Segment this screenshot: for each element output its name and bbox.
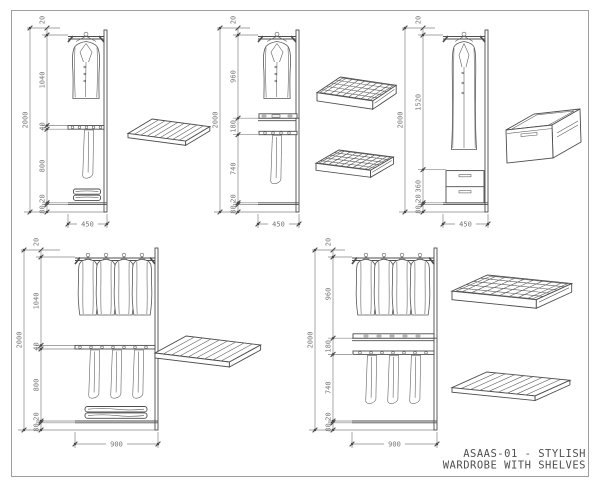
side-panel [295, 29, 300, 213]
dim-label-segment: 40 [39, 122, 47, 130]
iso-pull-out-drawer [505, 108, 582, 164]
side-panel [484, 29, 489, 213]
dim-label-segment: 80 [415, 205, 423, 213]
dim-label-segment: 1520 [415, 94, 423, 111]
hanging-jacket [373, 252, 395, 316]
wardrobe-elevation-4: 20 1040 40 800 20 80 2000 900 [16, 238, 161, 449]
side-panel [433, 247, 438, 431]
hanging-jacket [95, 252, 117, 316]
dim-label-segment: 800 [39, 160, 47, 173]
dim-label-segment: 80 [325, 423, 333, 431]
dim-label-segment: 740 [325, 381, 333, 394]
dim-label-segment: 1040 [33, 293, 41, 310]
wardrobe-elevation-1: 20 1040 40 800 20 80 2000 450 [22, 16, 110, 229]
dim-label-segment: 20 [415, 194, 423, 202]
dim-label-segment: 180 [325, 340, 333, 353]
dim-label-segment: 20 [33, 412, 41, 420]
rail-brackets [67, 35, 105, 43]
dim-label-segment: 80 [39, 205, 47, 213]
hanging-jacket [355, 252, 377, 316]
drawing-title-line1: ASAAS-01 - STYLISH [463, 448, 586, 460]
hanging-jacket [77, 252, 99, 316]
title-block: ASAAS-01 - STYLISH WARDROBE WITH SHELVES [443, 448, 586, 472]
dim-label-segment: 20 [230, 194, 238, 202]
dim-label-segment: 960 [325, 288, 333, 301]
drawer-handle [458, 174, 472, 178]
rail-and-shelf-lines [75, 257, 158, 424]
dim-label-segment: 20 [39, 16, 47, 24]
dim-label-total: 2000 [16, 332, 24, 349]
sheet-border [11, 10, 589, 477]
hanging-jacket [113, 252, 135, 316]
dim-label-segment: 360 [415, 180, 423, 193]
dim-label-segment: 40 [33, 342, 41, 350]
dim-label-width: 450 [272, 221, 285, 229]
hook-strip [74, 344, 156, 350]
hook-strip [352, 350, 435, 355]
dim-label-segment: 80 [33, 423, 41, 431]
dim-label-total: 2000 [22, 112, 30, 129]
wardrobe-elevation-2: 20 960 180 740 20 80 2000 450 [212, 16, 302, 229]
hanging-coat [450, 31, 478, 150]
rail-brackets [74, 256, 156, 265]
side-panel [154, 247, 159, 431]
drawer-handle [458, 190, 472, 194]
wardrobe-elevation-5: 20 960 180 740 20 80 2000 900 [307, 238, 440, 449]
dim-label-segment: 20 [230, 16, 238, 24]
drawing-title-line2: WARDROBE WITH SHELVES [443, 460, 586, 472]
hanging-jacket [131, 252, 153, 316]
rail-brackets [351, 256, 435, 265]
hook-strip [67, 125, 105, 130]
dim-label-total: 2000 [212, 112, 220, 129]
hanging-jacket [409, 252, 431, 316]
dim-label-total: 2000 [307, 332, 315, 349]
hook-strip [258, 130, 298, 136]
dim-label-total: 2000 [397, 112, 405, 129]
side-panel [103, 29, 108, 213]
dim-label-segment: 1040 [39, 72, 47, 89]
dim-label-segment: 20 [39, 194, 47, 202]
dim-label-segment: 960 [230, 70, 238, 83]
rail-brackets [257, 35, 297, 43]
dim-label-segment: 740 [230, 162, 238, 175]
dim-label-segment: 800 [33, 379, 41, 392]
dim-label-segment: 20 [33, 238, 41, 246]
dim-label-segment: 80 [230, 205, 238, 213]
dim-label-width: 900 [388, 441, 401, 449]
hanging-jacket [391, 252, 413, 316]
dim-label-segment: 20 [325, 412, 333, 420]
dim-label-segment: 20 [415, 16, 423, 24]
dim-label-width: 450 [81, 221, 94, 229]
dim-label-width: 450 [459, 221, 472, 229]
rail-brackets [442, 35, 486, 43]
wardrobe-elevation-3: 20 1520 360 20 80 2000 450 [397, 16, 491, 229]
basket-tray [258, 113, 298, 119]
dim-label-width: 900 [110, 441, 123, 449]
dim-label-segment: 180 [230, 120, 238, 133]
dim-label-segment: 20 [325, 238, 333, 246]
